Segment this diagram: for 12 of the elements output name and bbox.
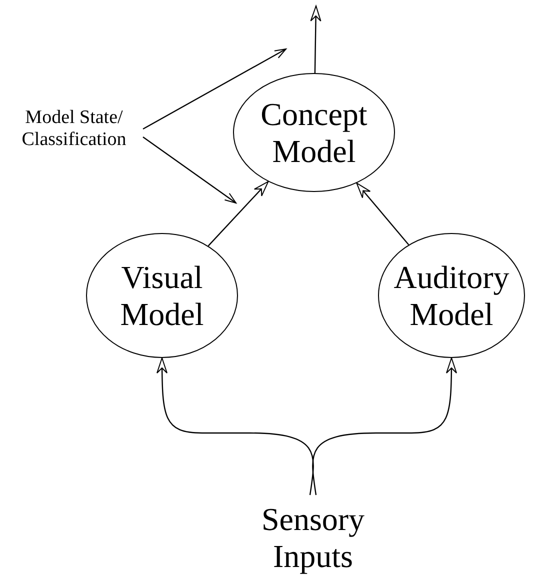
node-label: Auditory Model [392,258,510,332]
leader-arrow [142,48,286,130]
input-label: Sensory Inputs [260,501,366,575]
arrow [208,181,269,246]
annotation-label: Model State/ Classification [20,107,128,151]
node-label: Concept Model [260,96,368,170]
arrow [310,6,322,74]
arrow [312,358,457,496]
arrow [356,182,410,246]
arrow [156,358,314,496]
node-label: Visual Model [119,258,205,332]
leader-arrow [142,136,236,204]
